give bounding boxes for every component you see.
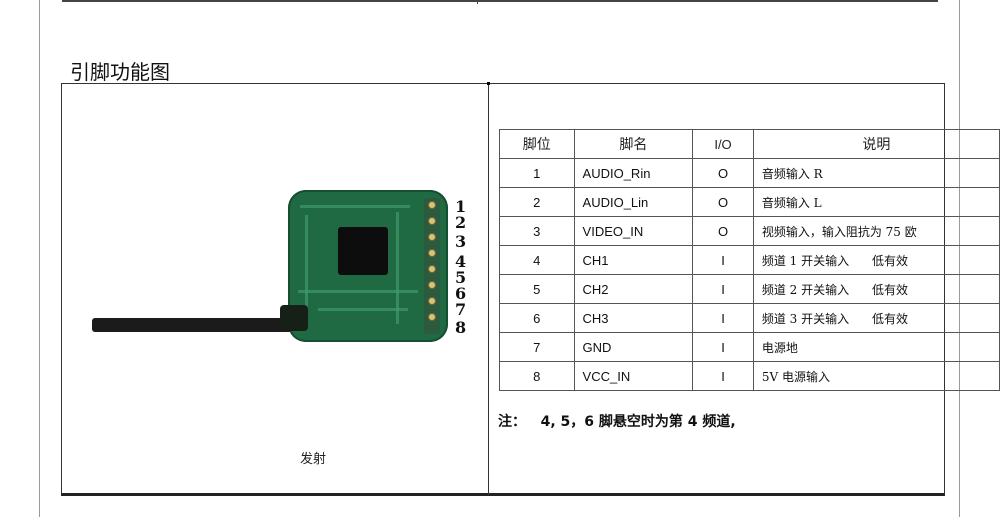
cell-io: O — [692, 216, 754, 246]
cell-pin: 6 — [499, 303, 575, 333]
cell-description: 5V 电源输入 — [752, 361, 1000, 391]
cell-name: CH1 — [573, 245, 694, 275]
board-trace — [298, 290, 418, 293]
pin-pad — [428, 313, 436, 321]
frame-divider — [488, 83, 489, 495]
frame-corner-dot — [487, 82, 490, 85]
cell-io: I — [692, 332, 754, 362]
board-trace — [396, 212, 399, 324]
table-header-row: 脚位 脚名 I/O 说明 — [499, 129, 1000, 159]
cell-name: GND — [573, 332, 694, 362]
header-io: I/O — [692, 129, 754, 159]
board-trace — [305, 215, 308, 325]
table-row: 6 CH3 I 频道 3 开关输入 低有效 — [499, 303, 1000, 333]
pin-pad — [428, 297, 436, 305]
cell-io: O — [692, 187, 754, 217]
pin-number-2: 2 — [455, 213, 467, 232]
page-left-border — [39, 0, 40, 517]
cell-pin: 3 — [499, 216, 575, 246]
pin-number-6: 6 — [455, 284, 467, 303]
pin-pad — [428, 217, 436, 225]
cell-name: AUDIO_Lin — [573, 187, 694, 217]
cell-io: I — [692, 245, 754, 275]
board-trace — [318, 308, 408, 311]
table-row: 1 AUDIO_Rin O 音频输入 R — [499, 158, 1000, 188]
antenna-cable — [92, 318, 298, 332]
cell-pin: 2 — [499, 187, 575, 217]
cell-description: 视频输入，输入阻抗为 75 欧 — [752, 216, 1000, 246]
header-description: 说明 — [752, 129, 1000, 159]
cell-pin: 7 — [499, 332, 575, 362]
pin-pad — [428, 281, 436, 289]
cable-joint — [280, 305, 308, 331]
top-rule — [62, 0, 938, 2]
pin-number-5: 5 — [455, 268, 467, 287]
ic-chip — [338, 227, 388, 275]
pin-pad — [428, 265, 436, 273]
cell-io: O — [692, 158, 754, 188]
table-row: 7 GND I 电源地 — [499, 332, 1000, 362]
pin-number-1: 1 — [455, 197, 467, 216]
cell-pin: 8 — [499, 361, 575, 391]
pin-number-7: 7 — [455, 300, 467, 319]
cell-description: 电源地 — [752, 332, 1000, 362]
header-name: 脚名 — [573, 129, 694, 159]
cell-io: I — [692, 303, 754, 333]
cell-name: VCC_IN — [573, 361, 694, 391]
board-trace — [300, 205, 410, 208]
cell-pin: 4 — [499, 245, 575, 275]
pin-number-3: 3 — [455, 232, 467, 251]
cell-pin: 5 — [499, 274, 575, 304]
cell-pin: 1 — [499, 158, 575, 188]
cell-description: 频道 3 开关输入 低有效 — [752, 303, 1000, 333]
figure-caption: 发射 — [300, 452, 327, 467]
cell-name: VIDEO_IN — [573, 216, 694, 246]
cell-name: CH3 — [573, 303, 694, 333]
section-title: 引脚功能图 — [70, 60, 170, 84]
table-row: 5 CH2 I 频道 2 开关输入 低有效 — [499, 274, 1000, 304]
cell-description: 音频输入 R — [752, 158, 1000, 188]
top-rule-tick — [477, 0, 478, 4]
cell-description: 频道 2 开关输入 低有效 — [752, 274, 1000, 304]
table-note: 注： 4, 5，6 脚悬空时为第 4 频道, — [498, 414, 736, 430]
pin-function-table: 脚位 脚名 I/O 说明 1 AUDIO_Rin O 音频输入 R 2 AUDI… — [499, 129, 1000, 391]
pin-pad — [428, 249, 436, 257]
table-row: 3 VIDEO_IN O 视频输入，输入阻抗为 75 欧 — [499, 216, 1000, 246]
table-row: 8 VCC_IN I 5V 电源输入 — [499, 361, 1000, 391]
pin-pad — [428, 201, 436, 209]
cell-io: I — [692, 274, 754, 304]
cell-name: CH2 — [573, 274, 694, 304]
pin-number-8: 8 — [455, 318, 467, 337]
cell-name: AUDIO_Rin — [573, 158, 694, 188]
pin-number-4: 4 — [455, 252, 467, 271]
table-row: 4 CH1 I 频道 1 开关输入 低有效 — [499, 245, 1000, 275]
cell-description: 频道 1 开关输入 低有效 — [752, 245, 1000, 275]
cell-io: I — [692, 361, 754, 391]
cell-description: 音频输入 L — [752, 187, 1000, 217]
header-pin: 脚位 — [499, 129, 575, 159]
pin-pad — [428, 233, 436, 241]
table-row: 2 AUDIO_Lin O 音频输入 L — [499, 187, 1000, 217]
